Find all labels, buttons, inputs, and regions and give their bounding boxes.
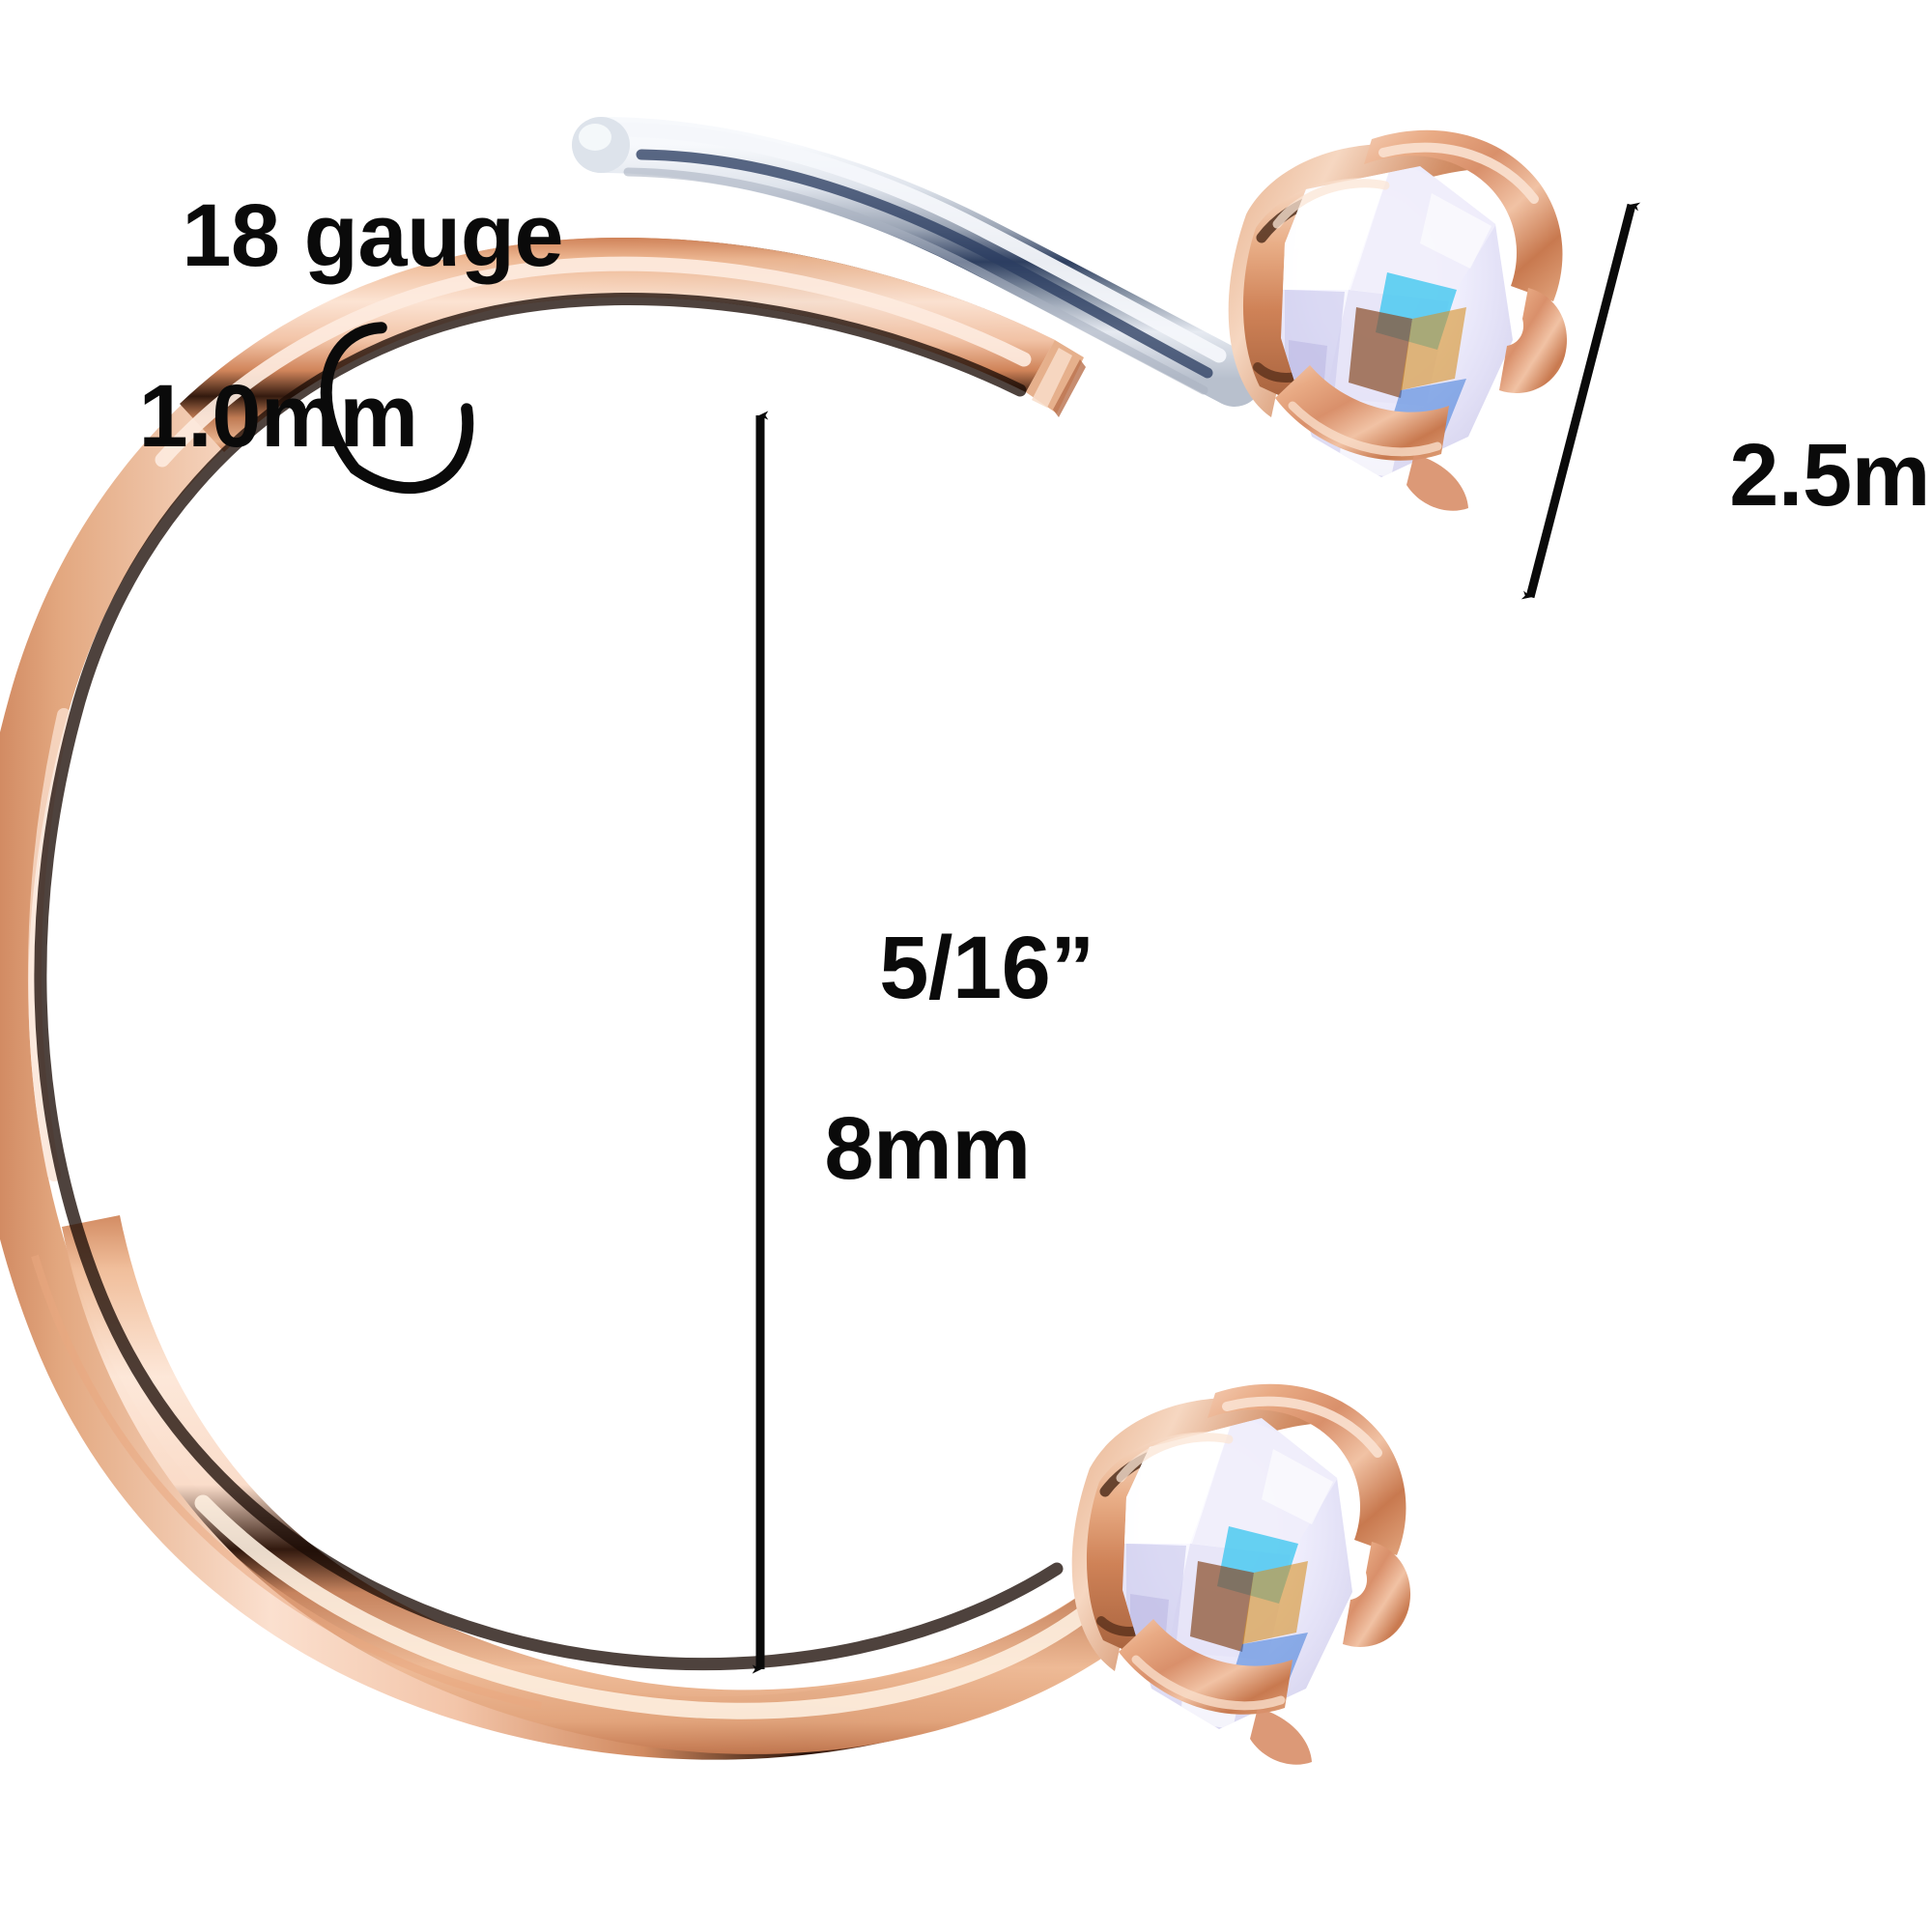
prong-setting-bottom xyxy=(1071,1383,1411,1765)
gem-top-facets xyxy=(1281,166,1507,477)
stone-size-arrow-line xyxy=(1520,202,1641,600)
prong-top-barrel-highlight xyxy=(1272,179,1390,229)
hoop-inner-shadow xyxy=(34,293,1064,1671)
steel-post-highlight xyxy=(607,122,1227,363)
stone-size-label: 2.5mm xyxy=(1633,340,1932,611)
inner-diameter-line1: 5/16” xyxy=(879,918,1094,1017)
prong-bottom-lower-tip xyxy=(1250,1708,1312,1765)
stone-size-arrow xyxy=(1520,202,1641,600)
prong-top-lower-highlight xyxy=(1288,401,1442,457)
prong-top-lower-tip xyxy=(1406,454,1468,511)
prong-top-highlight xyxy=(1378,142,1539,204)
inner-diameter-line2: 8mm xyxy=(824,1099,1031,1199)
hoop-cut-end xyxy=(1026,340,1086,417)
gauge-ellipse-arc-front xyxy=(320,322,387,475)
inner-diameter-label: 5/16” 8mm xyxy=(782,833,1094,1377)
wire-gauge-ellipse xyxy=(320,322,474,495)
rose-gold-hoop xyxy=(0,237,1132,1760)
gemstone-bottom xyxy=(1122,1418,1352,1729)
steel-post xyxy=(572,117,1263,407)
prong-setting-top xyxy=(1228,129,1568,511)
hoop-bottom-arc xyxy=(62,1215,1132,1754)
hoop-highlight-top xyxy=(155,256,1032,468)
steel-post-core-line xyxy=(636,149,1213,379)
hoop-highlight-bottom xyxy=(194,1494,1091,1719)
gem-bottom-facets xyxy=(1122,1418,1349,1729)
prong-bottom-barrel-highlight xyxy=(1116,1433,1234,1483)
prong-bottom-lower xyxy=(1119,1619,1293,1715)
prong-bottom-right xyxy=(1343,1542,1411,1647)
hoop-rim-light xyxy=(31,1254,542,1710)
wire-gauge-label: 18 gauge 1.0mm xyxy=(85,100,564,644)
wire-gauge-line2: 1.0mm xyxy=(138,367,419,467)
wire-gauge-line1: 18 gauge xyxy=(182,185,564,285)
steel-post-tip-highlight xyxy=(579,124,611,151)
steel-post-rim xyxy=(623,167,1208,395)
prong-bottom-lower-highlight xyxy=(1131,1655,1286,1711)
prong-bottom-highlight xyxy=(1222,1396,1382,1458)
stone-size-line1: 2.5mm xyxy=(1729,425,1932,525)
prong-top-lower xyxy=(1275,365,1449,461)
gauge-ellipse-arc-back xyxy=(349,403,474,495)
